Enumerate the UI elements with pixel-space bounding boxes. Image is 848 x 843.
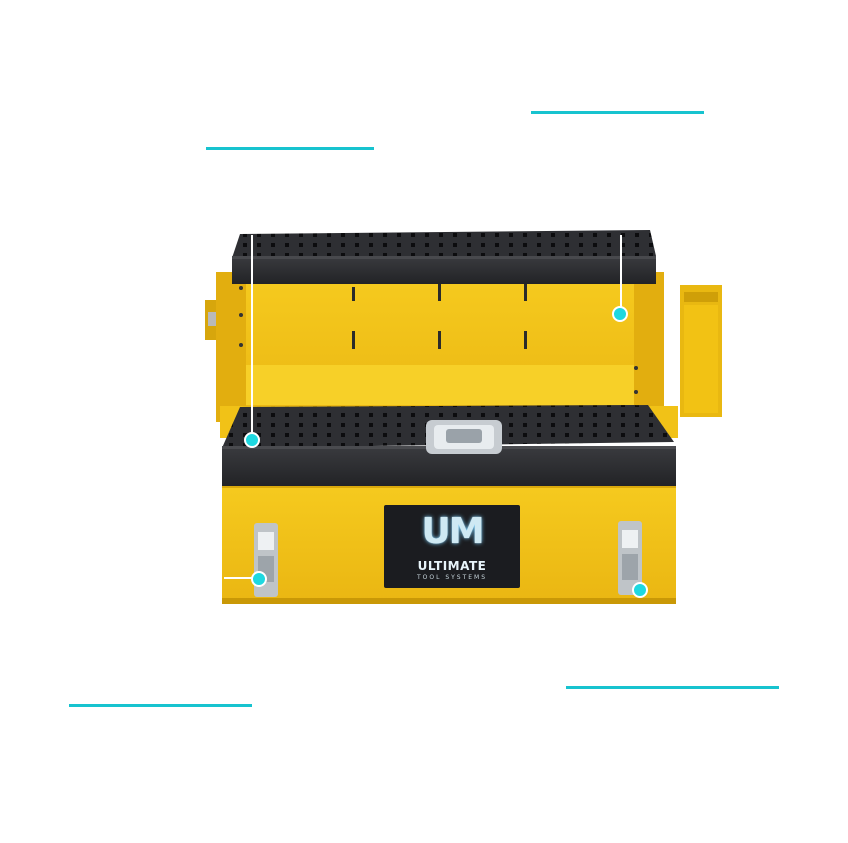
leader-line-latch bbox=[224, 577, 260, 579]
callout-line-bottom-left bbox=[69, 704, 252, 707]
callout-line-bottom-right bbox=[566, 686, 779, 689]
logo-wordmark: ULTIMATE bbox=[417, 559, 487, 573]
rear-frame bbox=[216, 272, 664, 422]
callout-line-top-left bbox=[206, 147, 374, 150]
leader-line-right bbox=[620, 235, 622, 313]
bottom-tray bbox=[222, 405, 676, 486]
callout-line-top-right bbox=[531, 111, 704, 114]
hotspot-left-latch[interactable] bbox=[251, 571, 267, 587]
hotspot-bottom-tray[interactable] bbox=[244, 432, 260, 448]
brand-logo-plate: UM ULTIMATE TOOL SYSTEMS bbox=[384, 505, 520, 588]
top-tray bbox=[232, 230, 656, 284]
logo-tagline: TOOL SYSTEMS bbox=[416, 574, 488, 581]
leader-line-left bbox=[251, 235, 253, 440]
right-latch bbox=[618, 521, 642, 595]
hotspot-right-latch[interactable] bbox=[632, 582, 648, 598]
hotspot-top-tray[interactable] bbox=[612, 306, 628, 322]
logo-mark: UM bbox=[421, 511, 484, 552]
side-bin bbox=[680, 285, 722, 417]
